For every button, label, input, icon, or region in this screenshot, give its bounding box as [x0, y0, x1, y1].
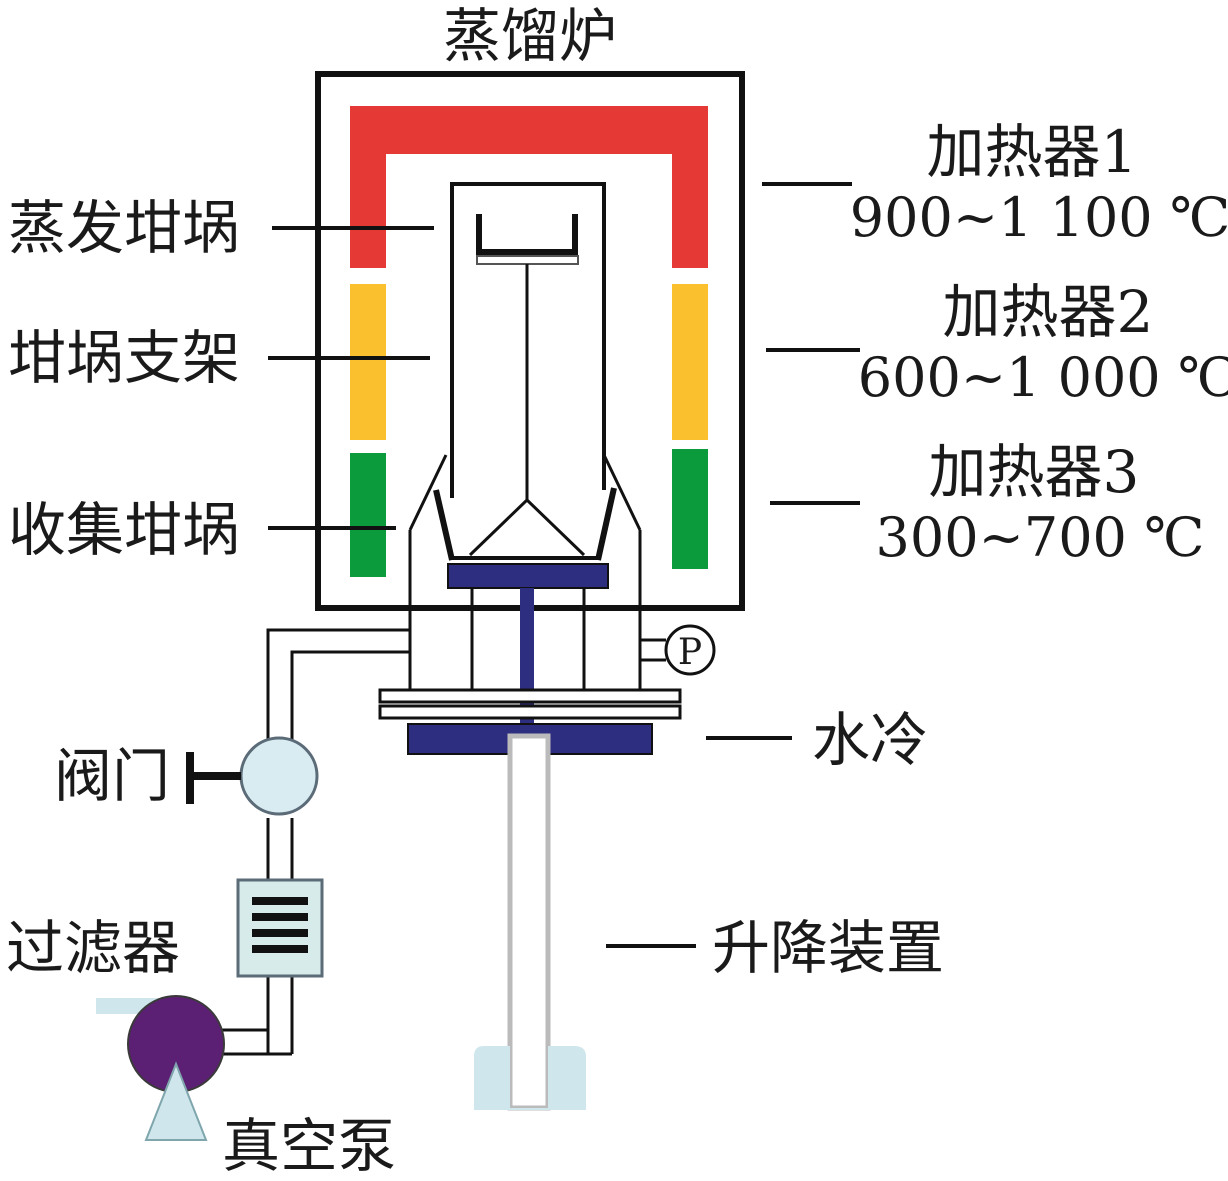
label-heater-2-name: 加热器2: [943, 278, 1154, 346]
filter: [236, 878, 324, 978]
label-vacuum-pump: 真空泵: [222, 1112, 396, 1180]
label-heater-1-name: 加热器1: [927, 118, 1138, 186]
crucible-plate: [476, 255, 579, 265]
label-heater-3-name: 加热器3: [929, 438, 1140, 506]
vacuum-line: [222, 628, 410, 1056]
heater-1-element: [350, 106, 708, 268]
valve: [186, 736, 319, 816]
label-crucible-support: 坩埚支架: [8, 324, 240, 392]
label-lifting-device: 升降装置: [712, 914, 944, 982]
label-filter: 过滤器: [6, 914, 180, 982]
label-valve: 阀门: [54, 742, 170, 810]
lifting-device: [474, 733, 586, 1111]
evaporation-crucible: [476, 214, 578, 255]
label-heater-3-range: 300~700 ℃: [876, 506, 1205, 569]
label-heater-1-range: 900~1 100 ℃: [850, 186, 1228, 249]
vacuum-pump: [96, 995, 225, 1141]
collection-crucible: [408, 454, 642, 690]
retort-tube: [450, 182, 606, 498]
furnace-body: [315, 71, 745, 611]
label-evaporation-crucible: 蒸发坩埚: [8, 194, 240, 262]
label-collection-crucible: 收集坩埚: [8, 496, 240, 564]
stage-plate: [447, 563, 609, 589]
furnace-title: 蒸馏炉: [443, 2, 617, 70]
label-heater-2-range: 600~1 000 ℃: [858, 346, 1228, 409]
label-water-cooling: 水冷: [812, 706, 928, 774]
heater-3-element: [350, 449, 708, 577]
leader-lines: [268, 182, 860, 948]
heater-2-element: [350, 284, 708, 440]
pressure-gauge: P: [640, 624, 716, 676]
pressure-gauge-label: P: [678, 632, 702, 673]
